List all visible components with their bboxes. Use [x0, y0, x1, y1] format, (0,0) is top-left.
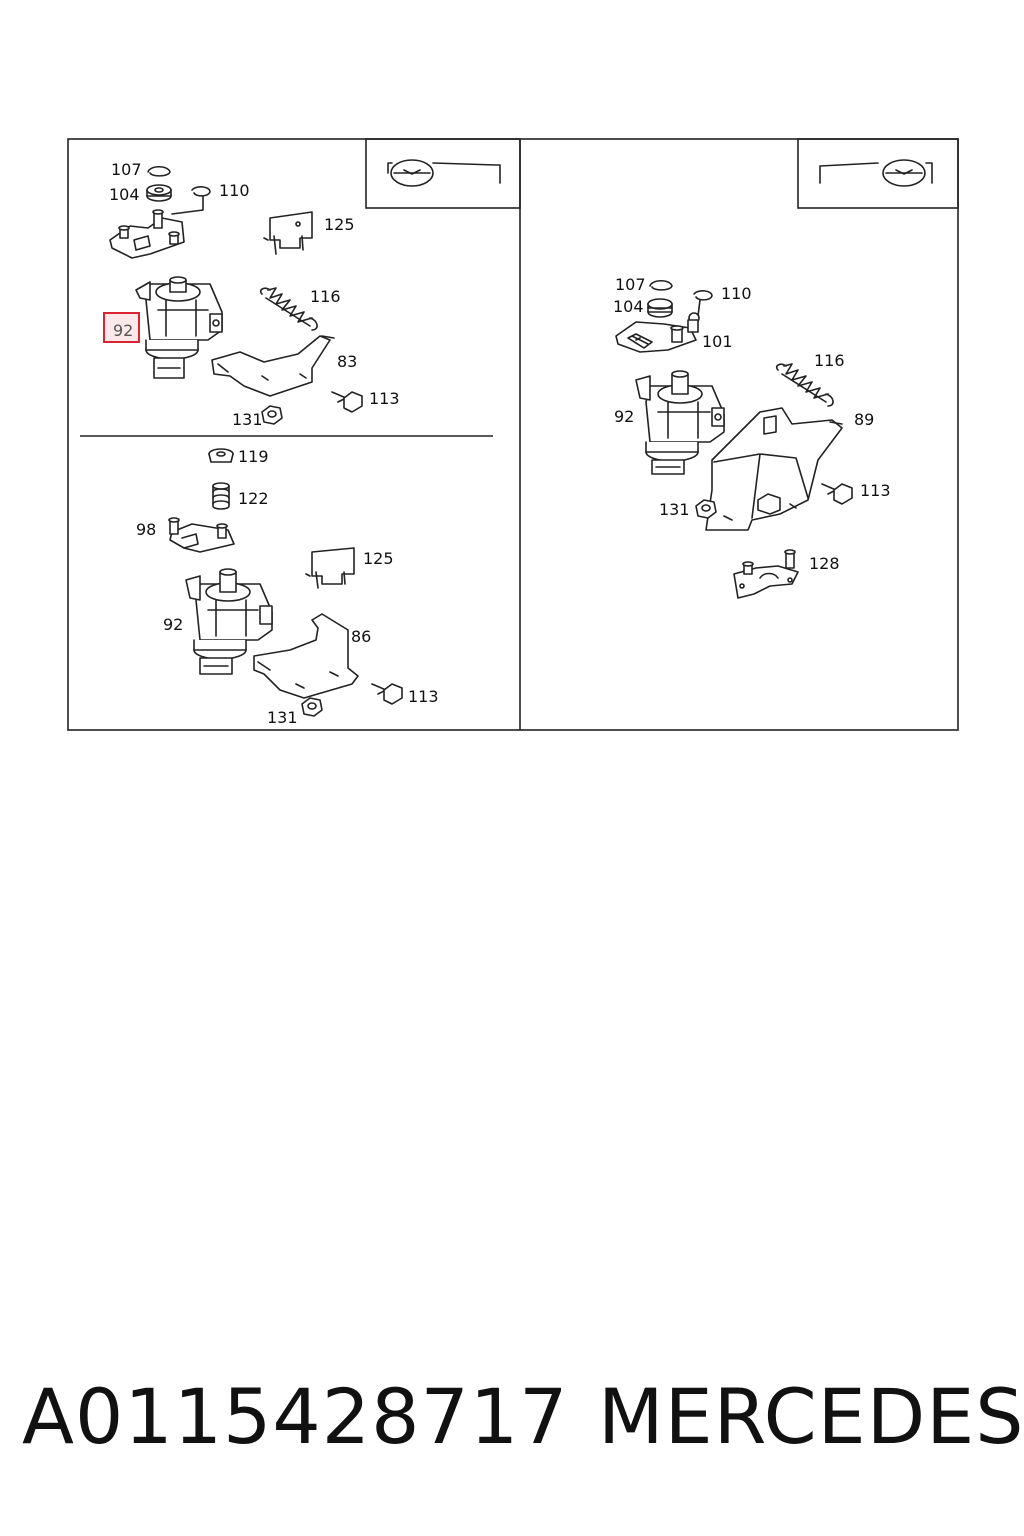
- label-89: 89: [854, 410, 874, 429]
- part-116-spring: [259, 287, 318, 331]
- part-104-bushing-r: [647, 298, 673, 318]
- bottom-left-assembly: 119 122 98 125 92 86 113 131: [136, 447, 439, 727]
- part-116-spring-r: [775, 363, 834, 407]
- label-110-r: 110: [721, 284, 752, 303]
- label-122: 122: [238, 489, 269, 508]
- part-125-bracket: [269, 211, 313, 249]
- brand-name: MERCEDES: [598, 1372, 1024, 1461]
- label-125-b: 125: [363, 549, 394, 568]
- label-104: 104: [109, 185, 140, 204]
- part-119-cap: [208, 448, 234, 463]
- steering-wheel-right-icon: [797, 138, 959, 209]
- part-92-level-sensor: [135, 276, 223, 379]
- part-101-lever: [615, 321, 697, 353]
- right-assembly: 107 104 110 101 116 92 89 113 131 128: [613, 275, 891, 599]
- part-107-clip-r: [649, 279, 673, 291]
- parts-diagram: 107 104 110 125 116 92 83 113 131: [67, 138, 959, 731]
- label-116-r: 116: [814, 351, 845, 370]
- part-92-level-sensor-r: [635, 370, 725, 475]
- label-125: 125: [324, 215, 355, 234]
- label-128: 128: [809, 554, 840, 573]
- steering-wheel-left-icon: [365, 138, 521, 209]
- label-131-r: 131: [659, 500, 690, 519]
- part-89-bracket: [705, 407, 843, 531]
- lever-studs: [118, 209, 180, 245]
- part-110-clip: [171, 186, 211, 215]
- label-131-b: 131: [267, 708, 298, 727]
- label-113-r: 113: [860, 481, 891, 500]
- part-125-bracket-b: [311, 547, 355, 585]
- label-131: 131: [232, 410, 263, 429]
- label-92-highlighted: 92: [113, 321, 133, 340]
- part-113-bolt-r: [821, 483, 853, 505]
- part-128-plate: [733, 549, 799, 599]
- label-113-b: 113: [408, 687, 439, 706]
- label-119: 119: [238, 447, 269, 466]
- footer: A0115428717 MERCEDES: [0, 1372, 1024, 1472]
- label-116: 116: [310, 287, 341, 306]
- top-left-assembly: 107 104 110 125 116 92 83 113 131: [103, 160, 400, 429]
- part-113-bolt-b: [371, 683, 403, 705]
- label-92-r: 92: [614, 407, 634, 426]
- label-113: 113: [369, 389, 400, 408]
- part-86-bracket: [253, 613, 359, 699]
- label-110: 110: [219, 181, 250, 200]
- part-104-bushing: [146, 184, 172, 202]
- part-131-nut: [261, 405, 283, 425]
- part-113-bolt: [331, 391, 363, 413]
- label-104-r: 104: [613, 297, 644, 316]
- label-107-r: 107: [615, 275, 646, 294]
- label-92-b: 92: [163, 615, 183, 634]
- label-86: 86: [351, 627, 371, 646]
- part-92-level-sensor-b: [185, 568, 273, 675]
- part-83-bracket: [211, 335, 331, 397]
- label-101: 101: [702, 332, 733, 351]
- part-110-clip-r: [693, 290, 713, 317]
- label-98: 98: [136, 520, 156, 539]
- part-122-spring: [212, 482, 230, 510]
- part-131-nut-b: [301, 697, 323, 717]
- label-83: 83: [337, 352, 357, 371]
- part-number: A0115428717: [22, 1372, 569, 1461]
- part-107-clip: [147, 165, 171, 177]
- label-107: 107: [111, 160, 142, 179]
- highlight-box: [103, 312, 140, 343]
- part-131-nut-r: [695, 499, 717, 519]
